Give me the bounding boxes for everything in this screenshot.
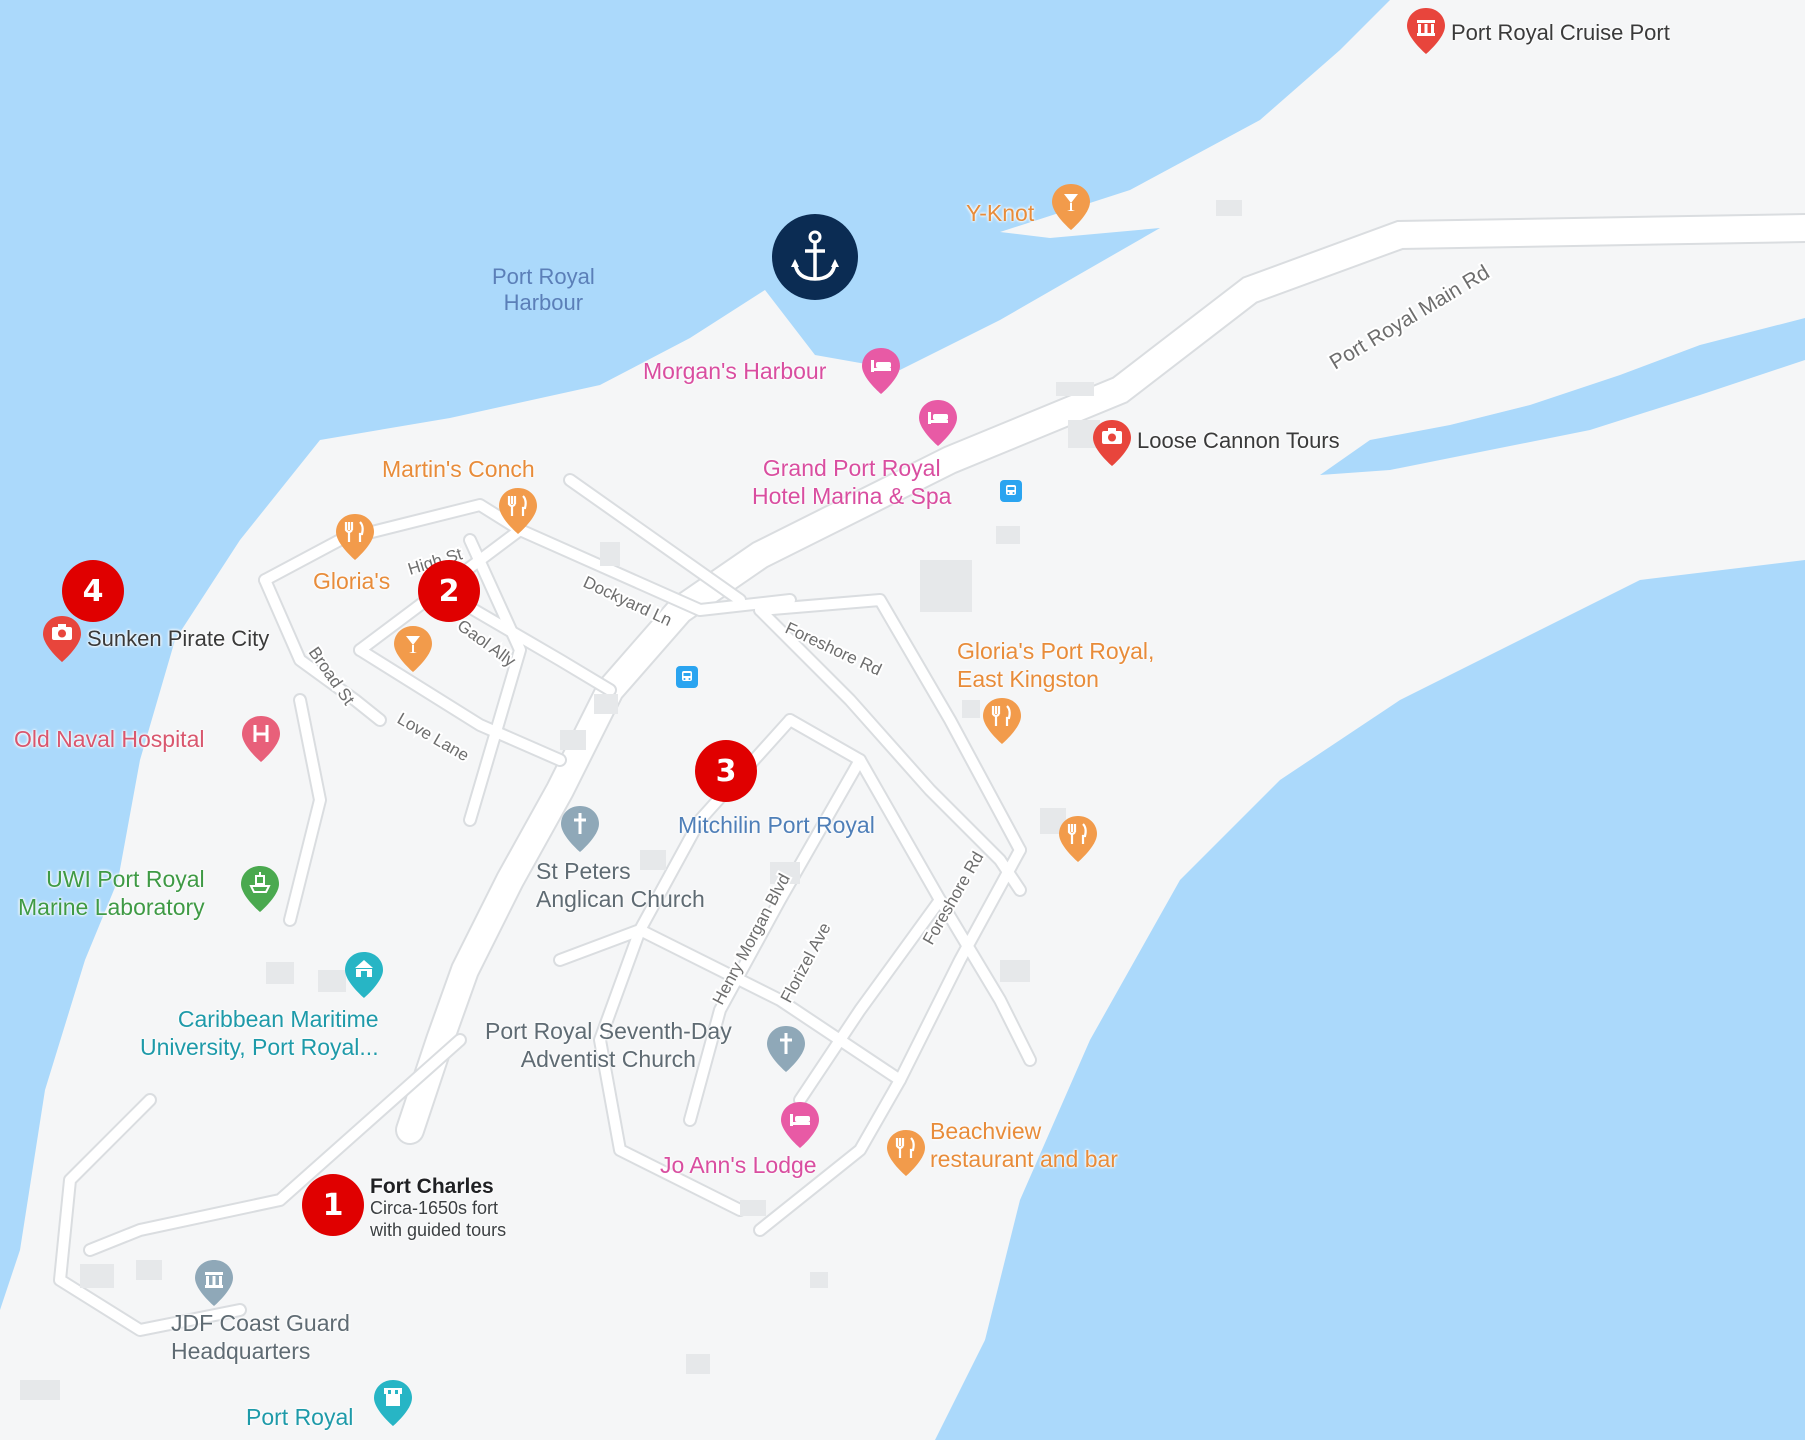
harbour-label: Port Royal Harbour (492, 264, 595, 316)
land-arm (1000, 0, 1805, 238)
hotel-icon-morgans-harbour[interactable] (862, 348, 900, 394)
hotel-icon-grand-port-royal[interactable] (919, 400, 957, 446)
label-caribbean-maritime[interactable]: Caribbean Maritime University, Port Roya… (140, 1006, 379, 1060)
lagoon (1320, 318, 1805, 475)
label-sunken-pirate-city[interactable]: Sunken Pirate City (87, 626, 270, 651)
label-grand-port-royal[interactable]: Grand Port Royal Hotel Marina & Spa (752, 455, 952, 509)
bus-stop-icon-town[interactable] (676, 666, 698, 688)
label-seventh-day[interactable]: Port Royal Seventh-Day Adventist Church (485, 1018, 732, 1072)
label-martins-conch[interactable]: Martin's Conch (382, 456, 535, 482)
badge-2[interactable]: 2 (418, 560, 480, 622)
label-glorias-port-royal[interactable]: Gloria's Port Royal, East Kingston (957, 638, 1155, 692)
church-icon-st-peters[interactable] (561, 806, 599, 852)
badge-1[interactable]: 1 (302, 1174, 364, 1236)
lab-icon-uwi[interactable] (241, 866, 279, 912)
label-loose-cannon[interactable]: Loose Cannon Tours (1137, 428, 1340, 453)
bar-icon-y-knot[interactable] (1052, 184, 1090, 230)
anchor-icon (791, 230, 839, 281)
streets-fill (55, 475, 1035, 1335)
bar-icon-gaol-ally[interactable] (394, 626, 432, 672)
bus-stop-icon-main-rd[interactable] (1000, 480, 1022, 502)
hospital-icon-old-naval[interactable] (242, 716, 280, 762)
museum-icon-jdf[interactable] (195, 1260, 233, 1306)
label-glorias[interactable]: Gloria's (313, 568, 391, 594)
label-port-royal[interactable]: Port Royal (246, 1404, 354, 1430)
label-cruise-port[interactable]: Port Royal Cruise Port (1451, 20, 1670, 45)
anchor-marker[interactable] (772, 214, 858, 300)
label-jdf[interactable]: JDF Coast Guard Headquarters (171, 1310, 350, 1364)
label-mitchilin[interactable]: Mitchilin Port Royal (678, 812, 875, 838)
label-jo-anns[interactable]: Jo Ann's Lodge (660, 1152, 817, 1178)
badge-3[interactable]: 3 (695, 740, 757, 802)
camera-icon-loose-cannon[interactable] (1093, 420, 1131, 466)
restaurant-icon-unlabelled[interactable] (1059, 816, 1097, 862)
museum-icon-cruise-port[interactable] (1407, 8, 1445, 54)
restaurant-icon-martins-conch[interactable] (499, 488, 537, 534)
label-y-knot[interactable]: Y-Knot (966, 200, 1035, 226)
label-old-naval-hospital[interactable]: Old Naval Hospital (14, 726, 205, 752)
label-fort-charles-desc: Circa-1650s fort with guided tours (370, 1198, 507, 1240)
label-beachview[interactable]: Beachview restaurant and bar (930, 1118, 1118, 1172)
university-icon-caribbean-maritime[interactable] (345, 952, 383, 998)
label-fort-charles[interactable]: Fort Charles (370, 1175, 494, 1198)
restaurant-icon-glorias-port-royal[interactable] (983, 698, 1021, 744)
label-morgans-harbour[interactable]: Morgan's Harbour (643, 358, 827, 384)
main-road-fill (397, 215, 1805, 1143)
restaurant-icon-beachview[interactable] (887, 1130, 925, 1176)
label-uwi-lab[interactable]: UWI Port Royal Marine Laboratory (18, 866, 205, 920)
buildings (20, 200, 1242, 1400)
landmark-icon-port-royal[interactable] (374, 1380, 412, 1426)
restaurant-icon-glorias[interactable] (336, 514, 374, 560)
badge-4[interactable]: 4 (62, 560, 124, 622)
label-st-peters[interactable]: St Peters Anglican Church (536, 858, 705, 912)
hotel-icon-jo-anns[interactable] (781, 1102, 819, 1148)
church-icon-seventh-day[interactable] (767, 1026, 805, 1072)
lagoon-south (960, 560, 1805, 1440)
camera-icon-sunken-pirate-city[interactable] (43, 616, 81, 662)
